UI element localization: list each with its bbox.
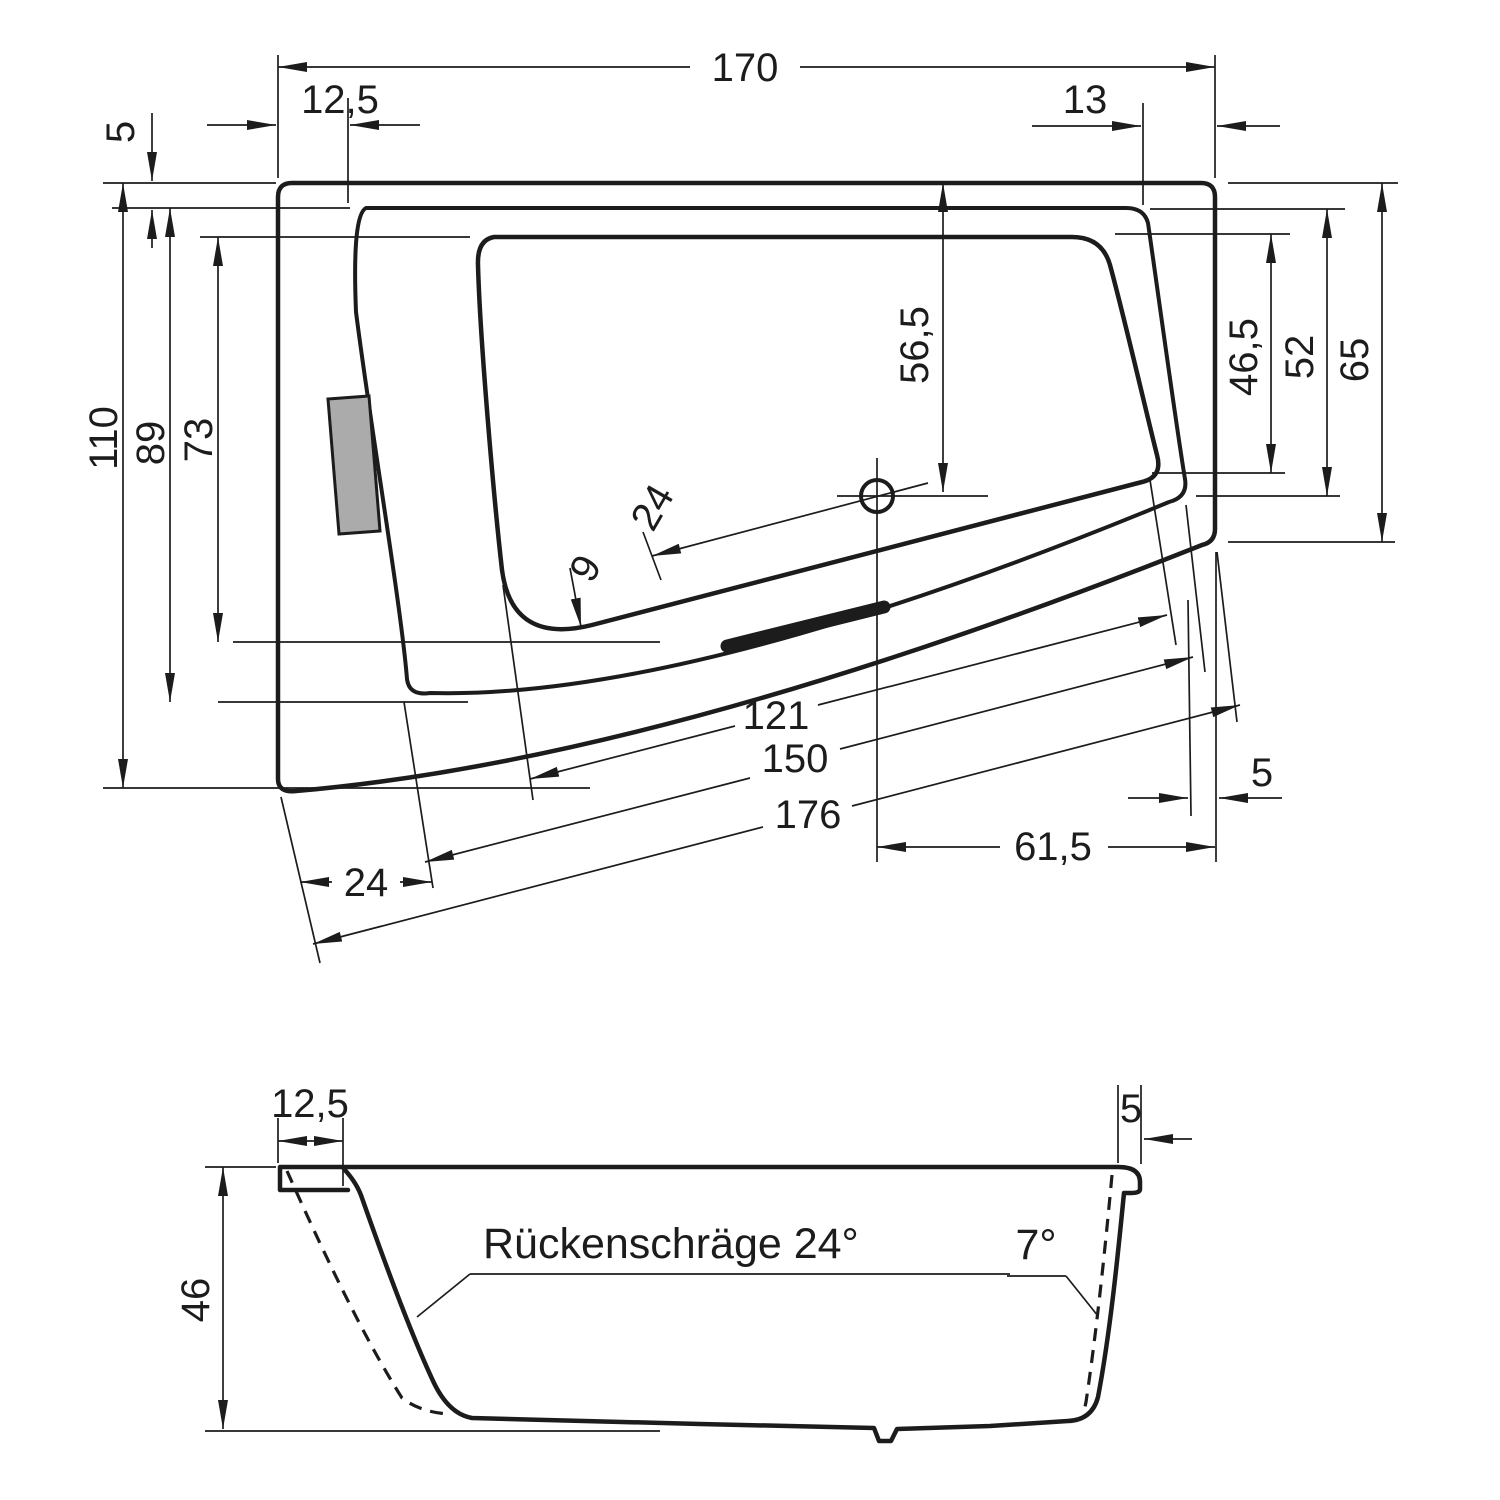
dim-inner-bottom-length: 150 (762, 737, 829, 781)
label-front-slope: 7° (1015, 1221, 1056, 1269)
dim-right-basin-height: 46,5 (1222, 318, 1266, 396)
extension-lines (103, 55, 1398, 964)
overflow-bar (720, 600, 891, 653)
dim-length-overall: 110 (82, 406, 126, 470)
dim-section-depth: 46 (174, 1278, 218, 1323)
headrest (326, 394, 382, 536)
section-dimension-lines (218, 1134, 1192, 1429)
dim-section-rim-left: 12,5 (271, 1082, 349, 1126)
dim-width-overall: 170 (712, 46, 779, 90)
section-back-slope-dashed (285, 1170, 449, 1416)
dim-length-inner: 89 (129, 421, 173, 466)
dimension-lines (118, 62, 1387, 945)
dim-outer-bottom-length: 176 (775, 793, 842, 837)
tub-outer-outline (275, 180, 1218, 794)
dim-length-basin: 73 (177, 418, 221, 463)
section-view: 12,5 5 46 Rückenschräge 24° 7° (174, 1082, 1192, 1444)
section-extension-lines (205, 1085, 1142, 1432)
tub-basin-outline (475, 234, 1161, 632)
dim-rim-top-depth: 5 (99, 121, 143, 143)
dim-drain-from-right: 61,5 (1014, 825, 1092, 869)
dim-corner-offset: 24 (344, 861, 389, 905)
dim-right-inner-height: 52 (1278, 335, 1322, 380)
section-outline (277, 1164, 1143, 1444)
dim-section-rim-right: 5 (1120, 1087, 1142, 1131)
top-view: 170 12,5 13 5 110 89 73 56,5 46,5 52 65 … (82, 46, 1398, 964)
dim-rim-right-width: 13 (1063, 78, 1108, 122)
dim-drain-from-top: 56,5 (893, 306, 937, 384)
dim-right-edge-height: 65 (1333, 338, 1377, 383)
label-back-slope: Rückenschräge 24° (483, 1220, 859, 1268)
dim-basin-bottom-length: 121 (743, 694, 810, 738)
dim-rim-left-width: 12,5 (301, 78, 379, 122)
dim-rim-bottom-right: 5 (1251, 751, 1273, 795)
